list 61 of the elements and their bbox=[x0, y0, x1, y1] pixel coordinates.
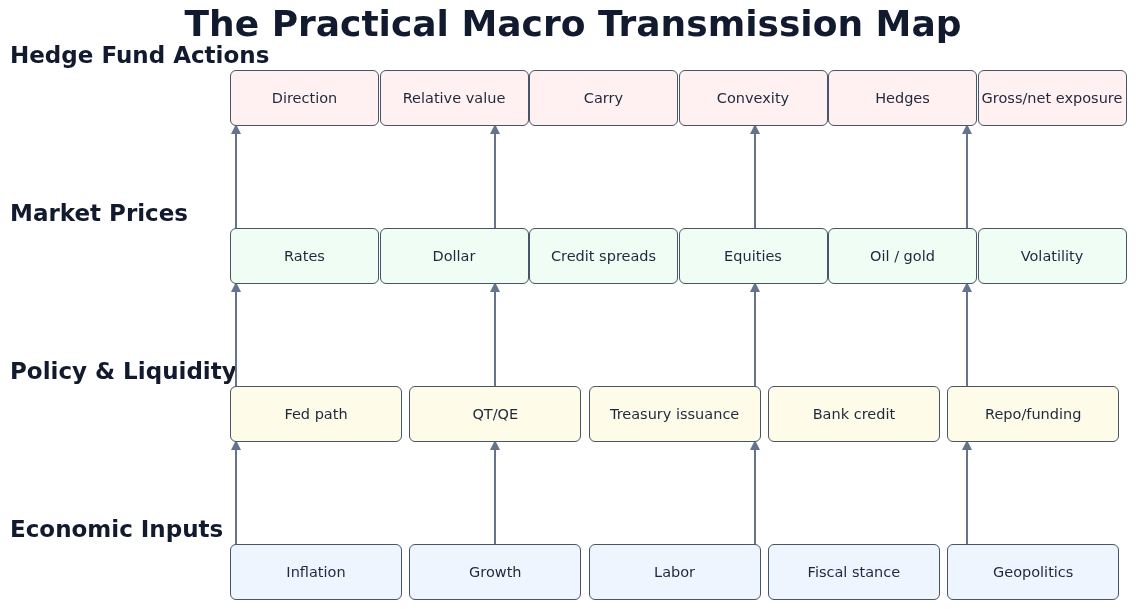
box bbox=[977, 228, 1127, 284]
box bbox=[230, 544, 402, 600]
box bbox=[678, 228, 828, 284]
box-label: Fiscal stance bbox=[807, 562, 901, 582]
box-label: Oil / gold bbox=[870, 246, 935, 266]
box-label: Inflation bbox=[286, 562, 346, 582]
box-label: Treasury issuance bbox=[609, 404, 740, 424]
arrow bbox=[750, 440, 760, 545]
box-label: Geopolitics bbox=[993, 562, 1074, 582]
box bbox=[588, 386, 761, 442]
row-heading: Economic Inputs bbox=[10, 516, 224, 542]
row-heading: Market Prices bbox=[10, 200, 189, 226]
box bbox=[947, 386, 1120, 442]
box bbox=[409, 544, 582, 600]
arrow bbox=[962, 440, 972, 545]
box bbox=[767, 544, 940, 600]
box-label: Hedges bbox=[875, 88, 930, 108]
box-label: Carry bbox=[583, 88, 624, 108]
box-label: Direction bbox=[271, 88, 338, 108]
box bbox=[379, 228, 529, 284]
box bbox=[947, 544, 1120, 600]
box-label: Bank credit bbox=[812, 404, 896, 424]
box bbox=[230, 386, 402, 442]
box bbox=[409, 386, 582, 442]
arrow bbox=[962, 124, 972, 229]
arrow bbox=[490, 282, 500, 387]
box bbox=[529, 70, 678, 126]
arrow bbox=[490, 124, 500, 229]
box bbox=[767, 386, 940, 442]
box-label: Dollar bbox=[432, 246, 476, 266]
box-label: Fed path bbox=[284, 404, 348, 424]
row-heading: Policy & Liquidity bbox=[10, 358, 237, 384]
box-label: Volatility bbox=[1020, 246, 1084, 266]
box-label: QT/QE bbox=[472, 404, 519, 424]
arrow bbox=[962, 282, 972, 387]
box-label: Rates bbox=[284, 246, 325, 266]
box bbox=[678, 70, 828, 126]
box-label: Growth bbox=[469, 562, 522, 582]
arrow bbox=[231, 440, 241, 545]
arrow bbox=[231, 124, 241, 229]
box-label: Gross/net exposure bbox=[981, 88, 1123, 108]
box bbox=[588, 544, 761, 600]
box bbox=[230, 228, 379, 284]
arrow bbox=[750, 124, 760, 229]
box-label: Relative value bbox=[402, 88, 506, 108]
box bbox=[529, 228, 678, 284]
box-label: Credit spreads bbox=[550, 246, 657, 266]
box-label: Equities bbox=[724, 246, 782, 266]
box bbox=[230, 70, 379, 126]
box-label: Labor bbox=[654, 562, 696, 582]
diagram-title: The Practical Macro Transmission Map bbox=[183, 4, 963, 44]
arrow bbox=[231, 282, 241, 387]
box bbox=[977, 70, 1127, 126]
arrow bbox=[490, 440, 500, 545]
box bbox=[828, 228, 977, 284]
box-label: Repo/funding bbox=[984, 404, 1082, 424]
box-label: Convexity bbox=[716, 88, 790, 108]
arrow bbox=[750, 282, 760, 387]
box bbox=[379, 70, 529, 126]
box bbox=[828, 70, 977, 126]
row-heading: Hedge Fund Actions bbox=[10, 42, 270, 68]
